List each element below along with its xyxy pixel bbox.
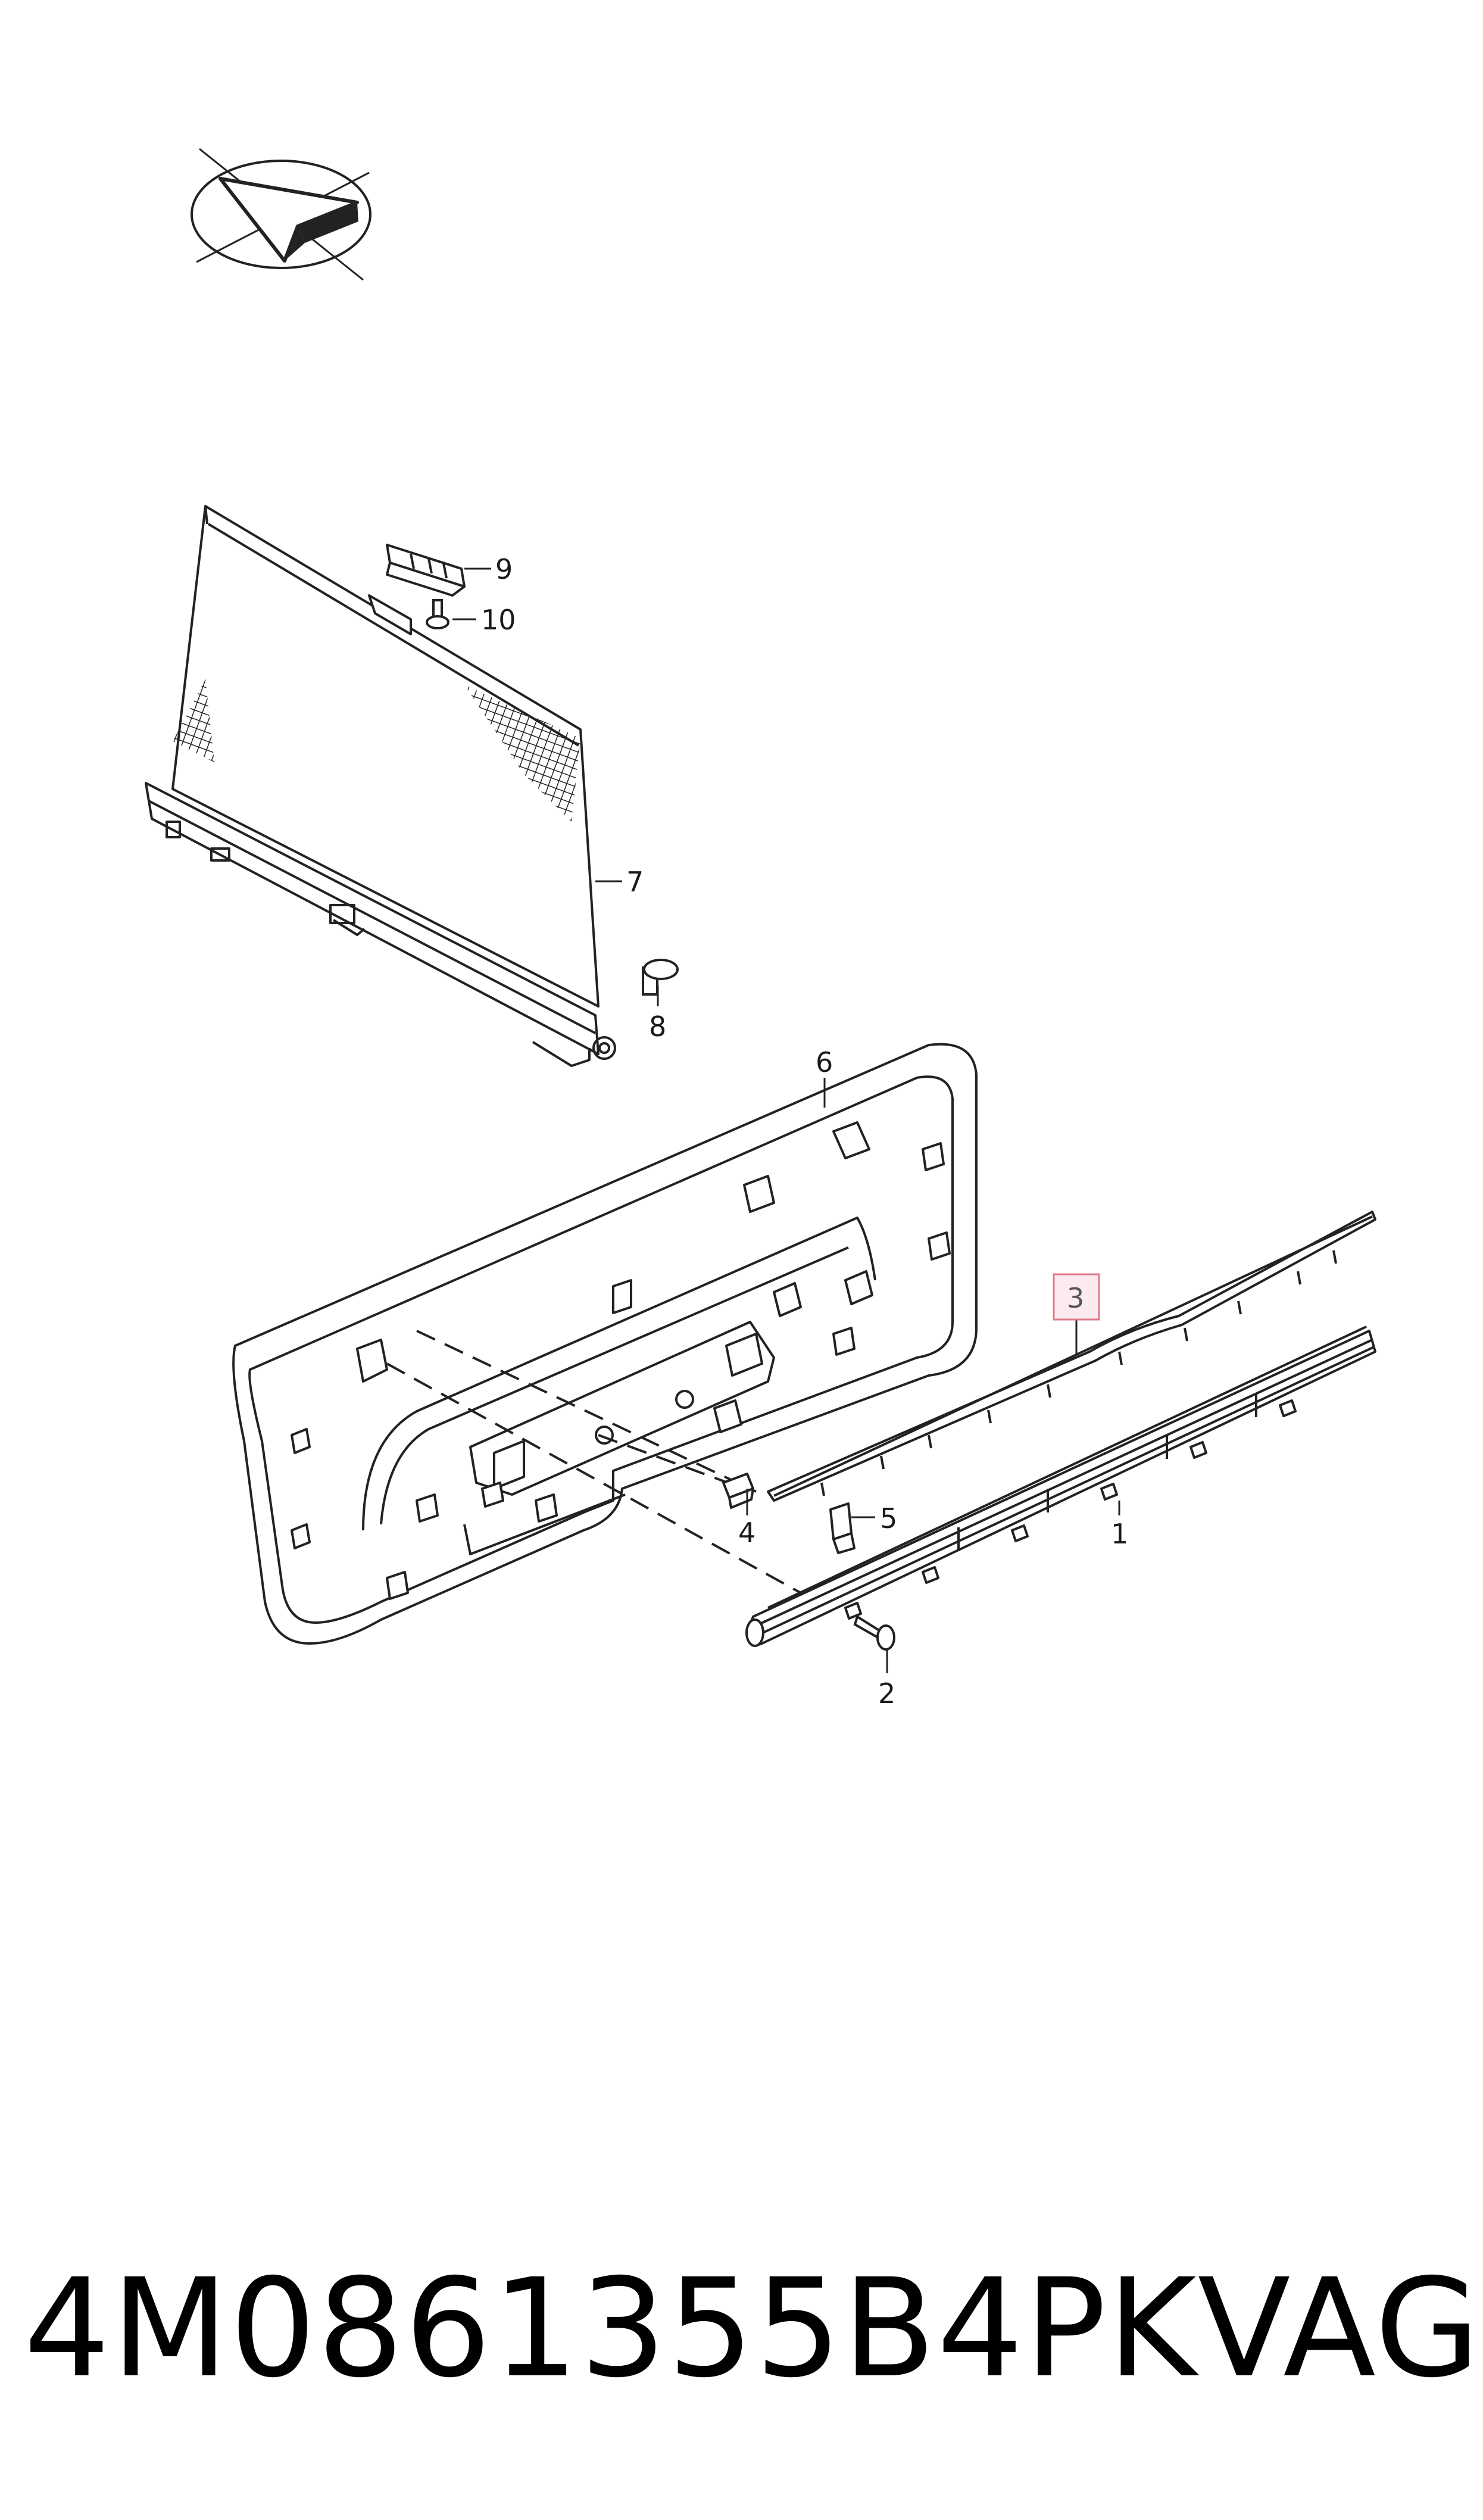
part-8-bolt	[642, 959, 679, 996]
part-1-lower-rail	[745, 1326, 1376, 1647]
part-9-clip	[386, 544, 466, 597]
callout-10[interactable]: 10	[481, 604, 516, 636]
callout-5[interactable]: 5	[880, 1502, 897, 1535]
callout-leaders	[452, 567, 1120, 1673]
callout-6[interactable]: 6	[816, 1046, 833, 1078]
part-6-trim-panel	[232, 1043, 978, 1645]
part-2-screw	[853, 1614, 895, 1651]
callout-2[interactable]: 2	[878, 1677, 895, 1710]
part-10-screw	[426, 599, 449, 629]
direction-arrow-icon	[191, 148, 371, 281]
part-number: 4M0861355B4PK	[24, 2249, 1198, 2407]
callout-9[interactable]: 9	[495, 553, 513, 585]
callout-3[interactable]: 3	[1067, 1282, 1084, 1314]
brand-label: VAG	[1197, 2249, 1481, 2407]
part-7-partition-net	[145, 505, 616, 1067]
callout-3-highlight-box	[1053, 1273, 1100, 1321]
callout-8[interactable]: 8	[649, 1011, 666, 1043]
part-footer: 4M0861355B4PK VAG	[24, 2239, 1480, 2418]
callout-4[interactable]: 4	[738, 1517, 755, 1549]
part-3-upper-strip	[767, 1211, 1376, 1502]
callout-7[interactable]: 7	[626, 866, 644, 898]
part-5-clip	[829, 1502, 856, 1554]
callout-1[interactable]: 1	[1111, 1518, 1128, 1550]
